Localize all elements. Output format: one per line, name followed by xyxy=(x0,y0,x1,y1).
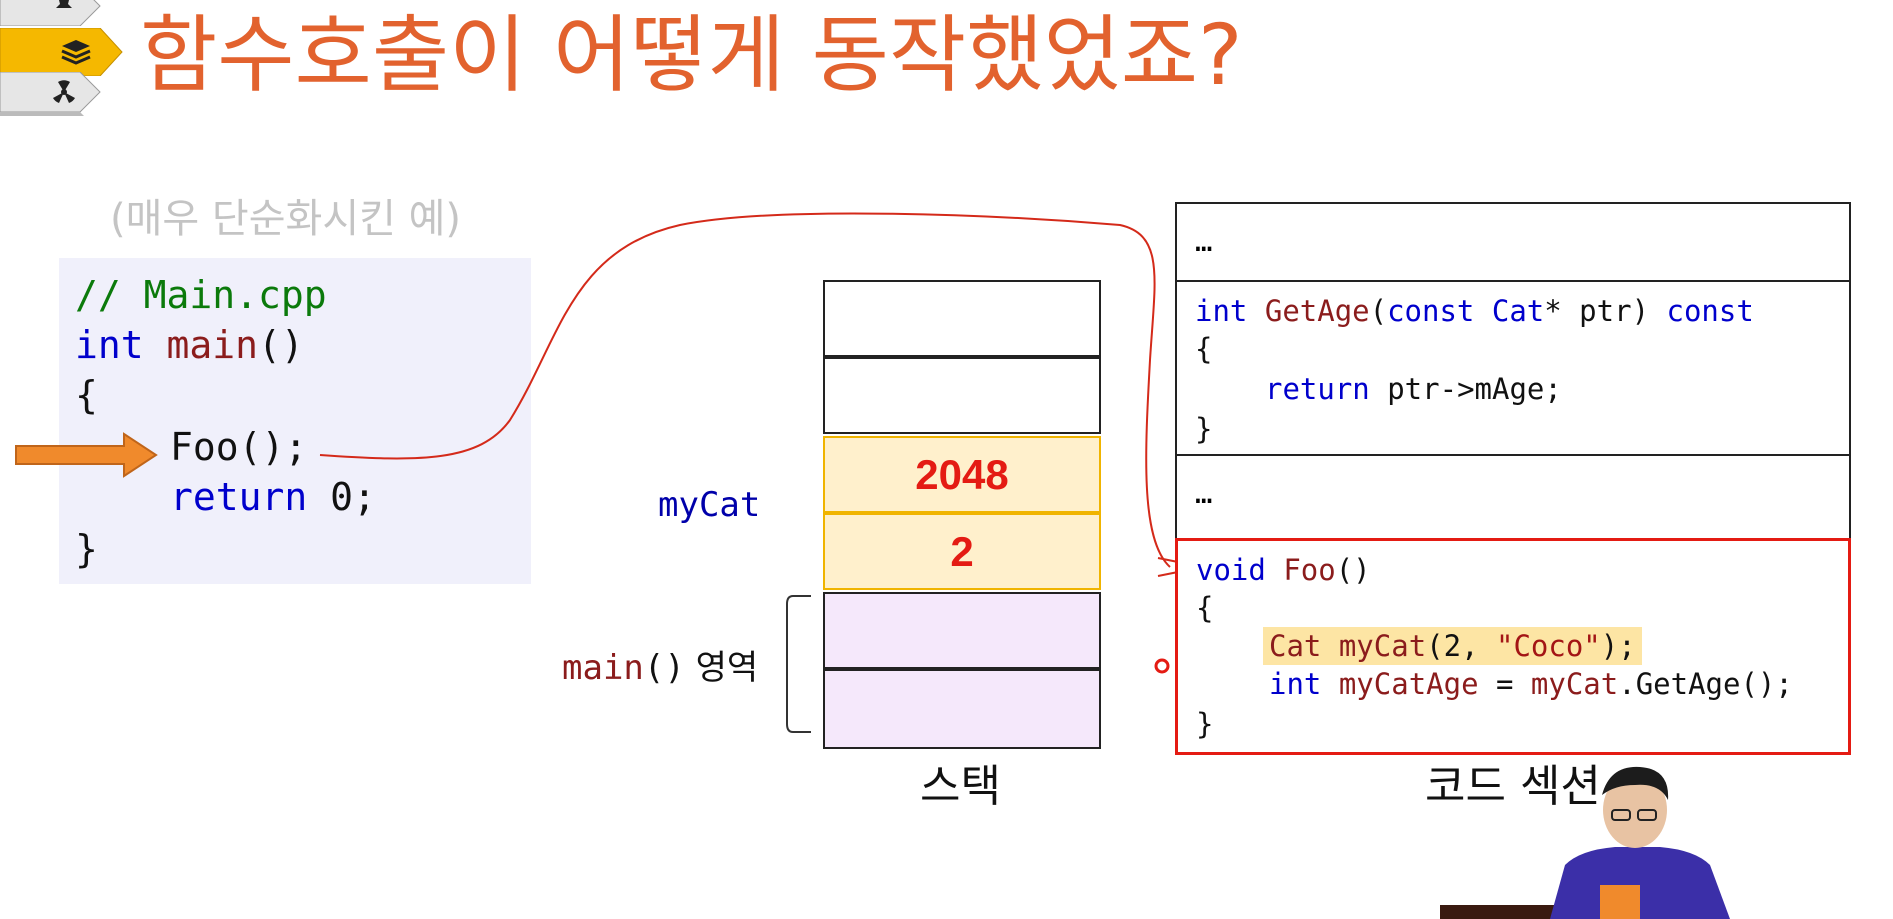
code-comment: // Main.cpp xyxy=(75,273,327,317)
ellipsis-text: … xyxy=(1195,224,1213,258)
slide-subtitle: (매우 단순화시킨 예) xyxy=(110,196,462,242)
nav-tab-chess[interactable] xyxy=(0,0,120,26)
getage-signature: int GetAge(const Cat* ptr) const xyxy=(1195,294,1754,328)
code-foo-call: Foo(); xyxy=(170,425,308,469)
getage-open-brace: { xyxy=(1195,332,1213,366)
stack-value: 2048 xyxy=(915,450,1009,498)
stack-frame-label: main() 영역 xyxy=(562,648,759,688)
chess-piece-icon xyxy=(48,0,80,18)
stack-layers-icon xyxy=(60,38,92,65)
stack-slot-mycat-ptr: 2048 xyxy=(823,436,1101,513)
slide-title: 함수호출이 어떻게 동작했었죠? xyxy=(140,6,1243,104)
code-section-getage: int GetAge(const Cat* ptr) const { retur… xyxy=(1175,280,1851,456)
stack-slot-mycat-age: 2 xyxy=(823,513,1101,590)
code-section-cell: … xyxy=(1175,454,1851,540)
stack-slot-main xyxy=(823,669,1101,749)
code-open-brace: { xyxy=(75,373,98,417)
foo-open-brace: { xyxy=(1196,591,1214,625)
code-close-brace: } xyxy=(75,527,98,571)
code-section-cell: … xyxy=(1175,202,1851,282)
code-main-signature: int main() xyxy=(75,323,304,367)
stack-slot xyxy=(823,357,1101,434)
stack-slot xyxy=(823,280,1101,357)
radiation-icon xyxy=(48,80,80,104)
stack-slot-main xyxy=(823,592,1101,669)
frame-bracket xyxy=(786,595,811,733)
getage-return: return ptr->mAge; xyxy=(1265,372,1562,406)
foo-current-statement: Cat myCat(2, "Coco"); xyxy=(1263,627,1642,665)
foo-close-brace: } xyxy=(1196,707,1214,741)
nav-tab-stack[interactable] xyxy=(0,28,123,76)
stack-label: 스택 xyxy=(920,761,1001,812)
getage-close-brace: } xyxy=(1195,412,1213,446)
foo-signature: void Foo() xyxy=(1196,553,1371,587)
ellipsis-text: … xyxy=(1195,476,1213,510)
code-return: return 0; xyxy=(170,475,376,519)
main-code-block: // Main.cpp int main() { Foo(); return 0… xyxy=(59,258,531,584)
stack-var-label: myCat xyxy=(658,485,761,525)
nav-tab-radiation[interactable] xyxy=(0,72,120,116)
stack-value: 2 xyxy=(950,527,974,575)
code-section-foo: void Foo() { Cat myCat(2, "Coco"); int m… xyxy=(1175,538,1851,755)
presenter-video xyxy=(1440,766,1730,919)
current-line-arrow-icon xyxy=(15,432,158,478)
foo-getage-statement: int myCatAge = myCat.GetAge(); xyxy=(1269,667,1793,701)
code-section-label: 코드 섹션 xyxy=(1425,761,1601,812)
